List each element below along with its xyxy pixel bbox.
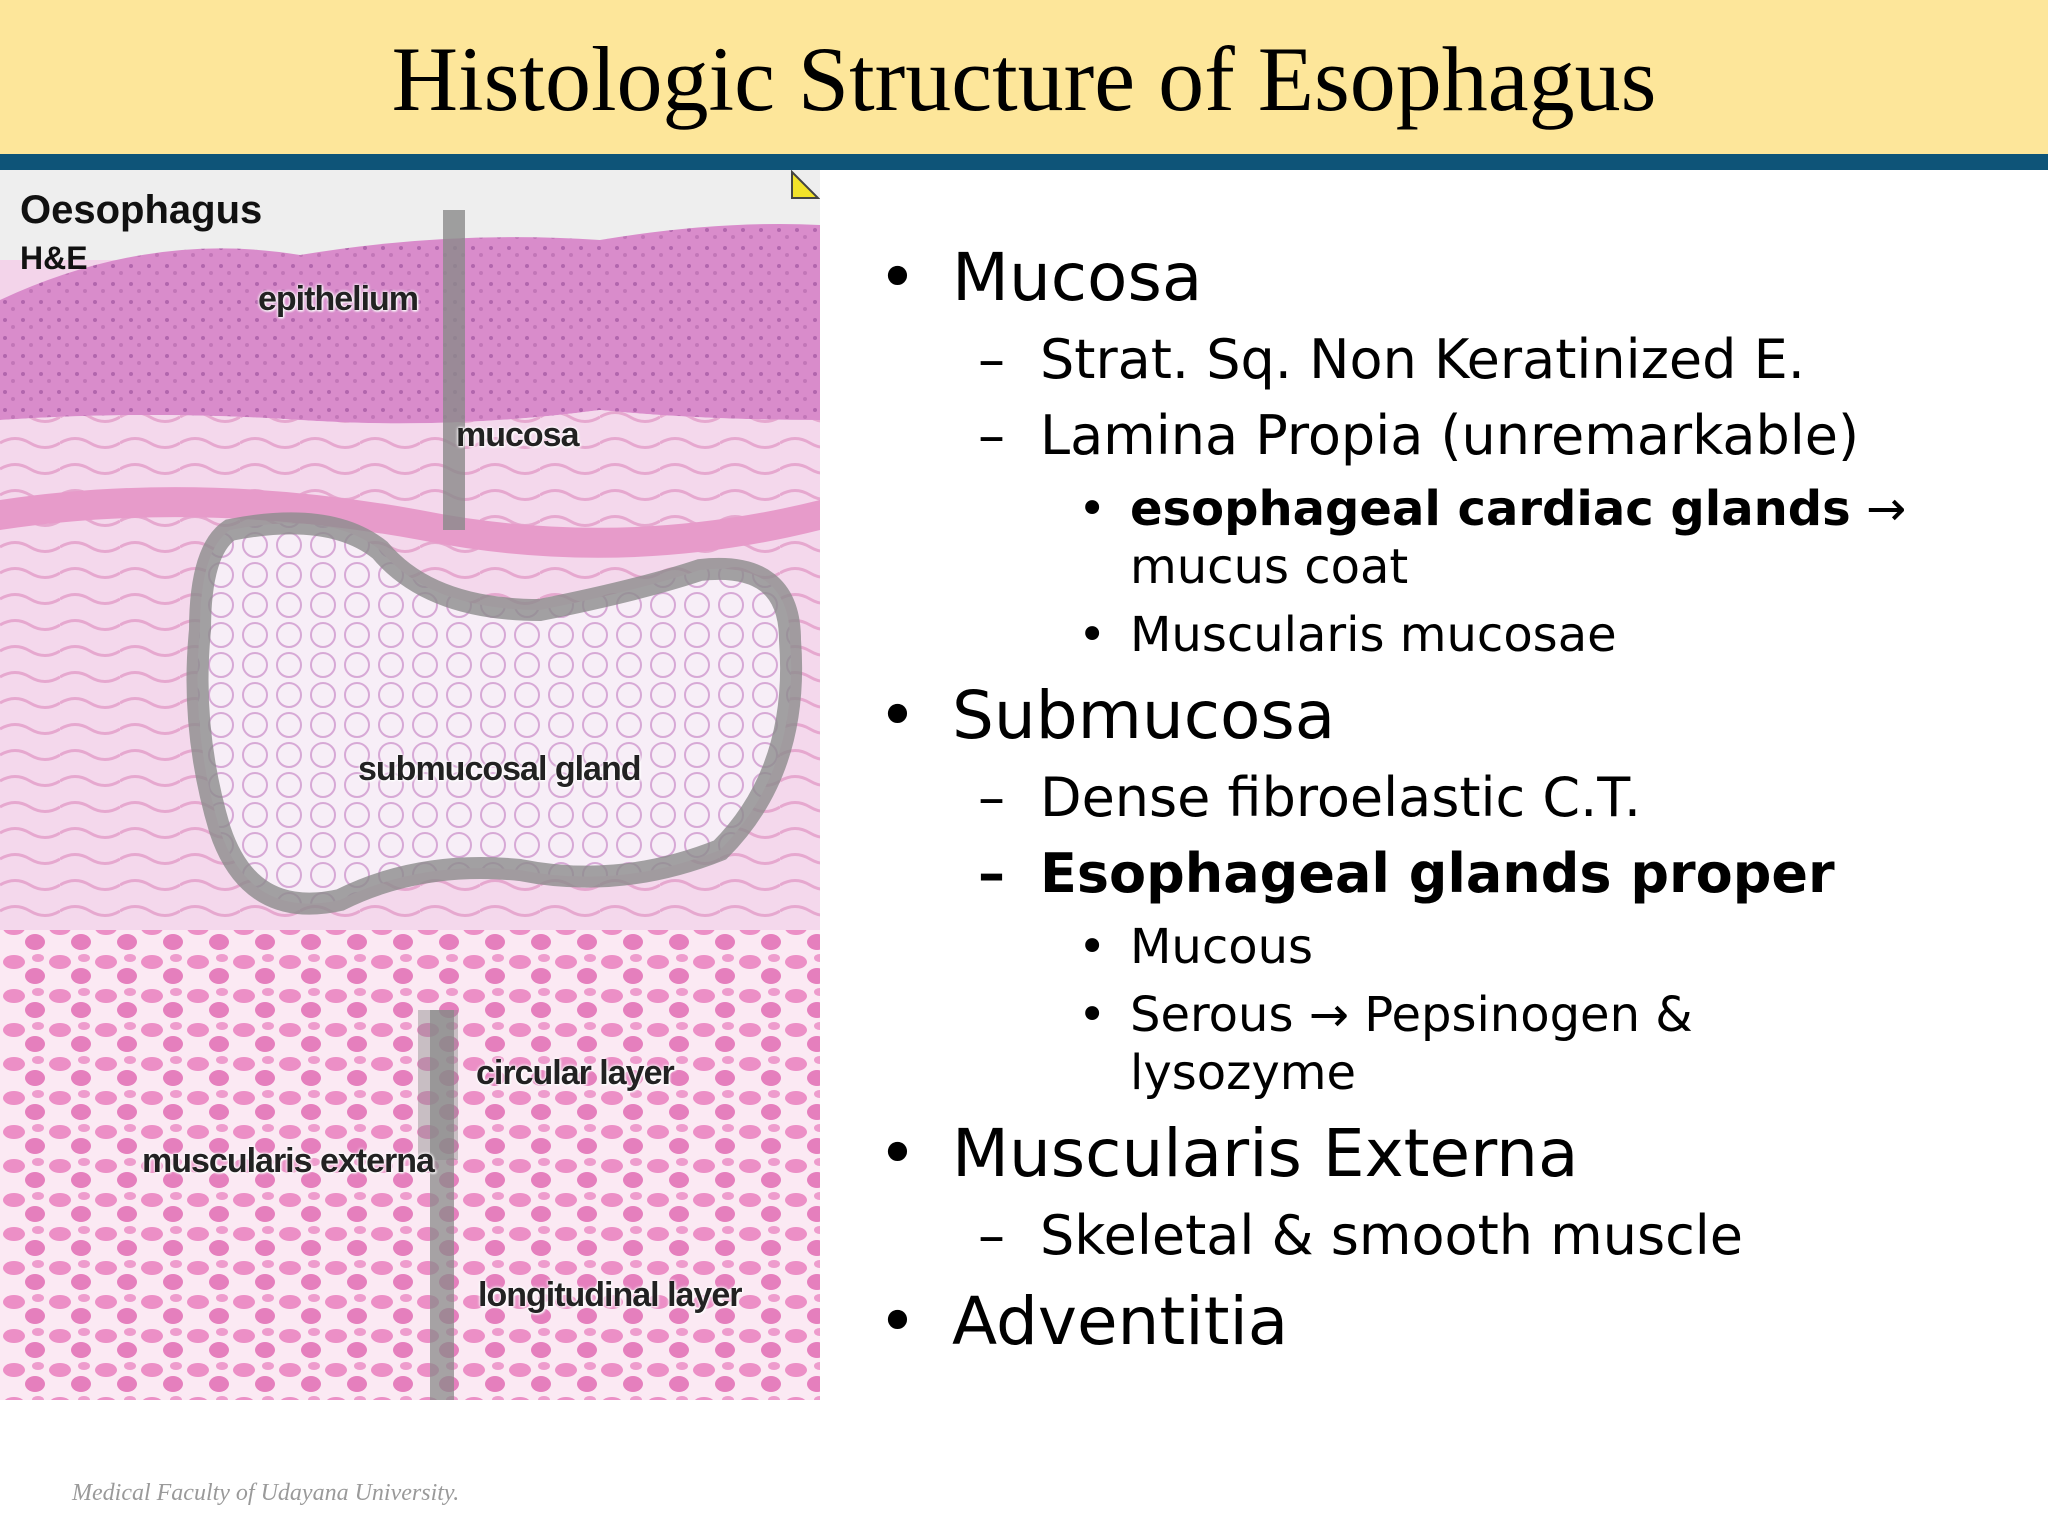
bullet-dot: • — [878, 677, 917, 754]
footer-credit: Medical Faculty of Udayana University. — [72, 1480, 460, 1506]
bullet-dot: • — [1078, 987, 1107, 1043]
dash-mark: – — [978, 328, 1005, 391]
micrograph-stain: H&E — [20, 240, 88, 276]
dash-mark: – — [978, 766, 1005, 829]
bullet-dot: • — [1078, 481, 1107, 537]
annotation-corner-icon — [791, 170, 820, 199]
label-mucosa: mucosa — [456, 416, 579, 454]
label-circular-layer: circular layer — [476, 1054, 675, 1092]
dash-mark: – — [978, 404, 1005, 467]
bullet-dot: • — [878, 1283, 917, 1360]
bullet-dot: • — [878, 239, 917, 316]
arrow-icon: → — [1865, 481, 1907, 537]
bullet-dot: • — [878, 1115, 917, 1192]
label-muscularis-externa: muscularis externa — [142, 1142, 435, 1180]
title-bar: Histologic Structure of Esophagus — [0, 0, 2048, 154]
micrograph-title: Oesophagus — [20, 188, 263, 232]
bullet-dot: • — [1078, 919, 1107, 975]
label-epithelium: epithelium — [258, 280, 419, 318]
cardiac-glands-bold: esophageal cardiac glands — [1130, 481, 1851, 537]
slide-title: Histologic Structure of Esophagus — [391, 28, 1657, 130]
title-divider — [0, 154, 2048, 170]
dash-mark: – — [978, 842, 1005, 905]
label-submucosal-gland: submucosal gland — [358, 750, 641, 788]
label-longitudinal-layer: longitudinal layer — [478, 1276, 742, 1314]
bullet-dot: • — [1078, 607, 1107, 663]
dash-mark: – — [978, 1204, 1005, 1267]
micrograph-drawing — [0, 170, 820, 1400]
histology-micrograph: Oesophagus H&E epithelium mucosa submuco… — [0, 170, 820, 1400]
